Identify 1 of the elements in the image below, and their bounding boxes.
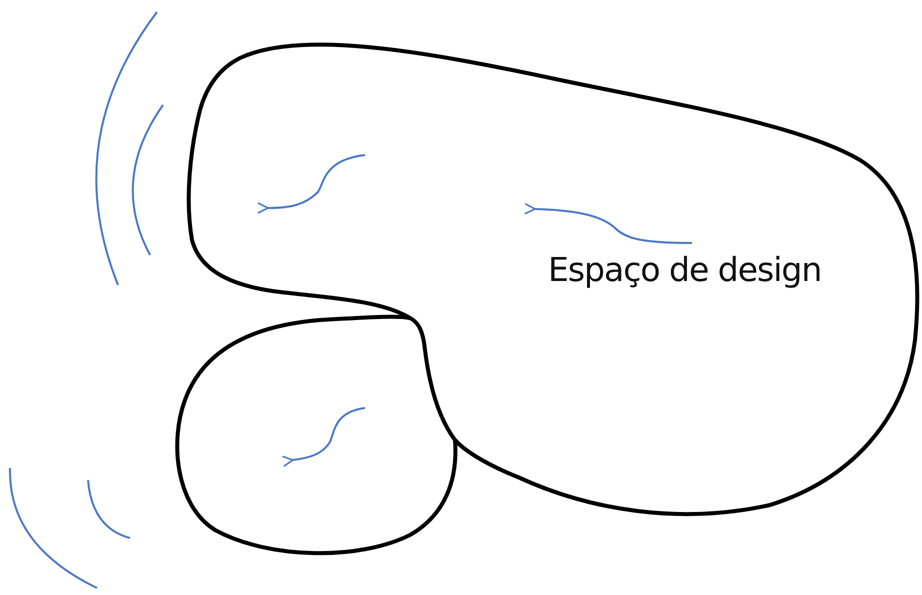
region-label: Espaço de design [548, 250, 822, 289]
